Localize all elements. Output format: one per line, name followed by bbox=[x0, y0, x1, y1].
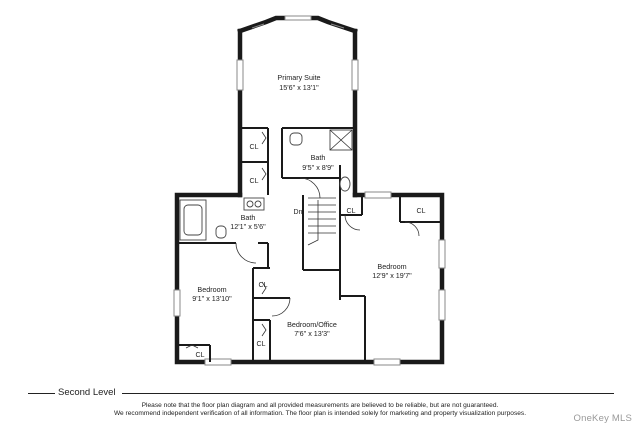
stairs bbox=[302, 195, 341, 300]
right-bedroom-walls bbox=[340, 195, 442, 362]
upper-bath-name: Bath bbox=[311, 153, 326, 162]
bedroom-office-dims: 7'6" x 13'3" bbox=[294, 329, 330, 338]
closet-label: CL bbox=[347, 208, 356, 215]
level-title: Second Level bbox=[58, 387, 116, 398]
bedroom-right-name: Bedroom bbox=[377, 262, 406, 271]
primary-suite-name: Primary Suite bbox=[277, 73, 320, 82]
stair-down-label: Dn bbox=[294, 209, 303, 216]
level-rule-left bbox=[28, 393, 55, 394]
disclaimer-line-1: Please note that the floor plan diagram … bbox=[141, 402, 499, 409]
primary-suite-walls bbox=[236, 28, 359, 198]
closet-label: CL bbox=[417, 208, 426, 215]
bay-window bbox=[237, 15, 358, 34]
interior-partitions bbox=[177, 243, 291, 362]
closet-label: CL bbox=[250, 178, 259, 185]
disclaimer-line-2: We recommend independent verification of… bbox=[113, 410, 527, 417]
bedroom-left-dims: 9'1" x 13'10" bbox=[192, 294, 232, 303]
level-rule-right bbox=[122, 393, 614, 394]
closet-label: CL bbox=[259, 282, 268, 289]
bedroom-office-name: Bedroom/Office bbox=[287, 320, 337, 329]
primary-closets bbox=[240, 127, 269, 195]
closet-label: CL bbox=[257, 341, 266, 348]
upper-bath-dims: 9'5" x 8'9" bbox=[302, 163, 334, 172]
upper-bath-walls bbox=[281, 127, 355, 199]
bedroom-left-name: Bedroom bbox=[197, 285, 226, 294]
watermark: OneKey MLS bbox=[573, 413, 632, 424]
lower-bath-name: Bath bbox=[241, 213, 256, 222]
closet-label: CL bbox=[250, 144, 259, 151]
lower-bath-walls bbox=[177, 197, 268, 264]
closet-label: CL bbox=[196, 352, 205, 359]
lower-bath-dims: 12'1" x 5'6" bbox=[230, 222, 266, 231]
bedroom-right-dims: 12'9" x 19'7" bbox=[372, 271, 412, 280]
floor-plan: Primary Suite 15'6" x 13'1" Bath 9'5" x … bbox=[173, 15, 446, 366]
exterior-walls bbox=[173, 191, 446, 366]
primary-suite-dims: 15'6" x 13'1" bbox=[279, 83, 319, 92]
